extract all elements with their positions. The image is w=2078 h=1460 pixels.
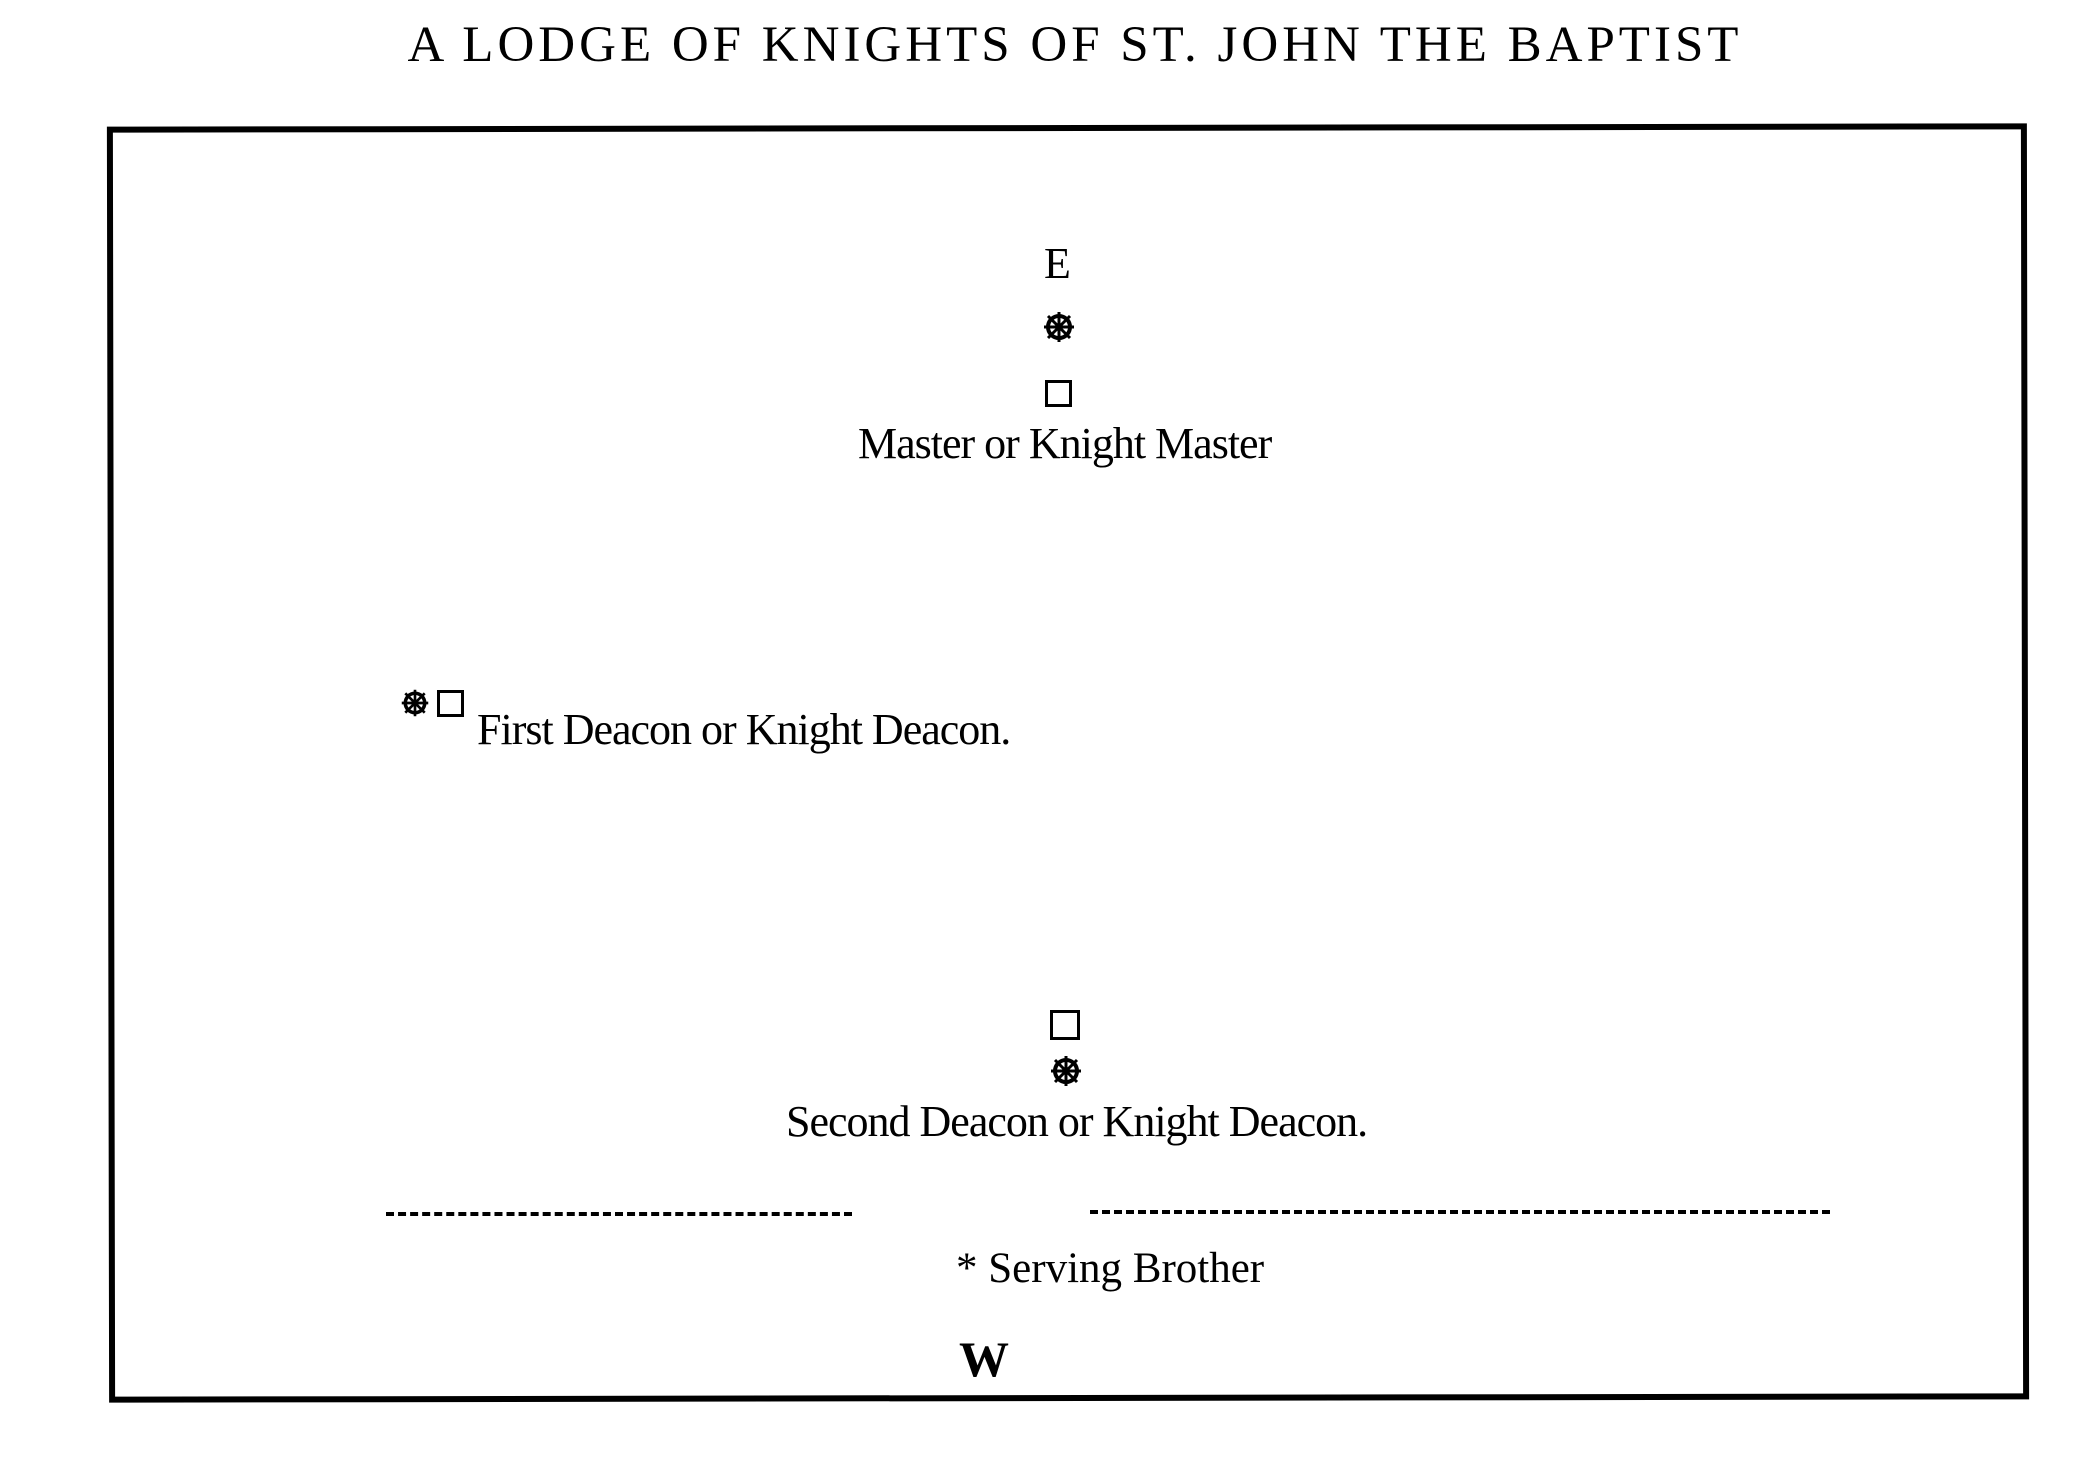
master-seat-icon <box>1045 380 1072 407</box>
second-deacon-station-label: Second Deacon or Knight Deacon. <box>786 1097 1368 1146</box>
dashed-line-right <box>1090 1210 1830 1214</box>
first-deacon-station-label: First Deacon or Knight Deacon. <box>477 705 1011 754</box>
serving-brother-label: * Serving Brother <box>956 1245 1265 1292</box>
wheel-light-icon <box>1044 312 1074 342</box>
diagram-title: A LODGE OF KNIGHTS OF ST. JOHN THE BAPTI… <box>407 17 1743 73</box>
first-deacon-seat-icon <box>437 690 464 717</box>
compass-east-label: E <box>1044 239 1071 288</box>
wheel-light-icon <box>401 689 429 717</box>
wheel-light-icon <box>1051 1056 1081 1086</box>
master-station-label: Master or Knight Master <box>858 419 1272 468</box>
dashed-line-left <box>386 1212 852 1216</box>
second-deacon-seat-icon <box>1050 1010 1080 1040</box>
compass-west-label: W <box>959 1331 1009 1387</box>
